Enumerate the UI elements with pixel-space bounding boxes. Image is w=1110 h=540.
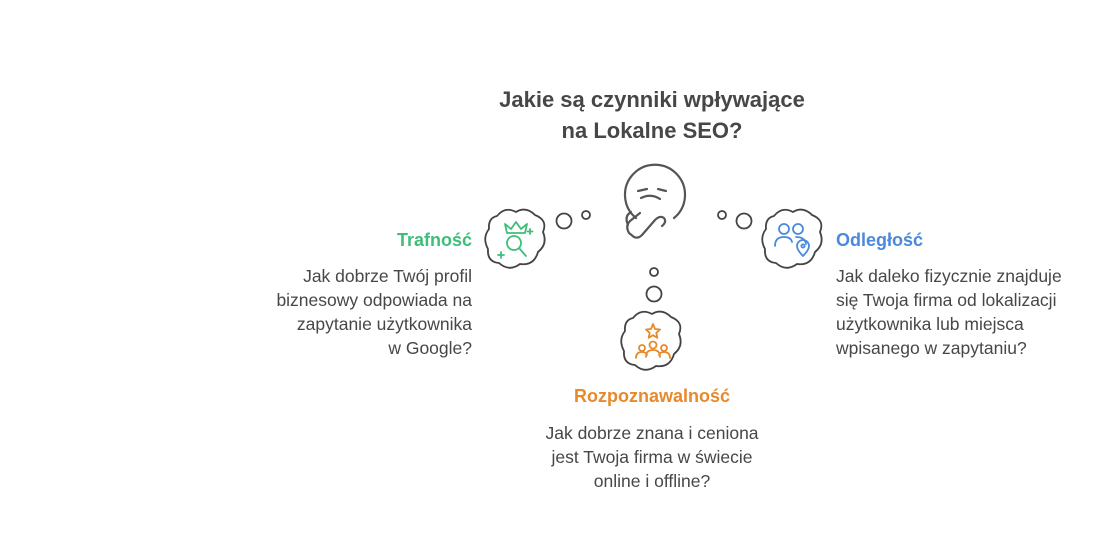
description-line: się Twoja firma od lokalizacji — [836, 290, 1057, 310]
cloud-bottom — [620, 310, 682, 371]
title-line-2: na Lokalne SEO? — [561, 118, 743, 143]
factor-description-prominence: Jak dobrze znana i ceniona jest Twoja fi… — [452, 421, 852, 493]
factor-description-relevance: Jak dobrze Twój profil biznesowy odpowia… — [276, 264, 472, 360]
people-location-pin-icon — [774, 223, 810, 257]
description-line: biznesowy odpowiada na — [276, 290, 472, 310]
thought-bubbles-bottom — [645, 267, 663, 303]
star-group-icon — [635, 323, 671, 359]
thought-bubbles-right — [717, 210, 753, 230]
description-line: zapytanie użytkownika — [296, 314, 472, 334]
crown-magnifier-icon — [497, 221, 534, 259]
factor-heading-distance: Odległość — [836, 230, 924, 250]
description-line: użytkownika lub miejsca — [836, 314, 1024, 334]
diagram-title: Jakie są czynniki wpływające na Lokalne … — [402, 84, 902, 146]
description-line: Jak dobrze Twój profil — [303, 266, 472, 286]
description-line: Jak dobrze znana i ceniona — [545, 423, 759, 443]
factor-heading-prominence: Rozpoznawalność — [573, 386, 730, 406]
description-line: jest Twoja firma w świecie — [551, 447, 753, 467]
factor-description-distance: Jak daleko fizycznie znajduje się Twoja … — [836, 264, 1062, 360]
cloud-left — [484, 208, 546, 269]
description-line: w Google? — [388, 338, 472, 358]
title-line-1: Jakie są czynniki wpływające — [499, 87, 805, 112]
description-line: wpisanego w zapytaniu? — [836, 338, 1027, 358]
description-line: Jak daleko fizycznie znajduje — [836, 266, 1062, 286]
factor-heading-relevance: Trafność — [396, 230, 472, 250]
thought-bubbles-left — [555, 210, 591, 230]
description-line: online i offline? — [593, 471, 711, 491]
thinking-face-icon — [623, 163, 687, 239]
cloud-right — [761, 208, 823, 269]
